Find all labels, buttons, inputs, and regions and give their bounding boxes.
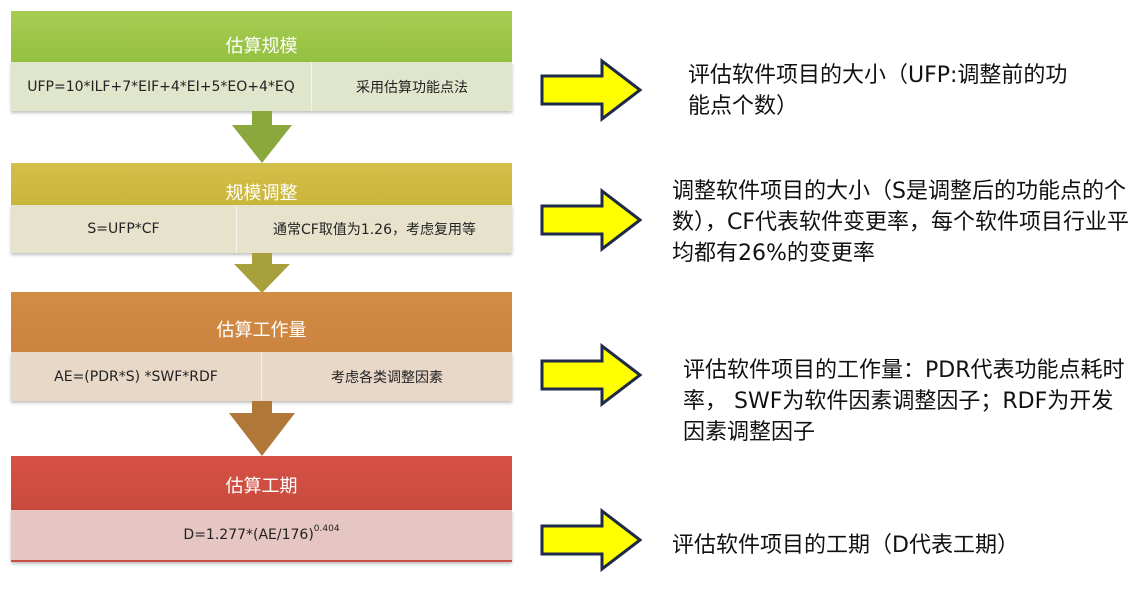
right-arrow-4 xyxy=(540,508,643,572)
step-title: 规模调整 xyxy=(225,183,298,204)
description-3: 评估软件项目的工作量：PDR代表功能点耗时率， SWF为软件因素调整因子；RDF… xyxy=(683,358,1125,445)
step-note: 采用估算功能点法 xyxy=(311,62,512,111)
step-note: 通常CF取值为1.26，考虑复用等 xyxy=(236,205,512,253)
step-3-header: 估算工作量 xyxy=(11,292,512,352)
step-formula: UFP=10*ILF+7*EIF+4*EI+5*EO+4*EQ xyxy=(27,78,295,95)
down-arrow-2 xyxy=(234,253,290,293)
down-arrow-3 xyxy=(229,401,295,456)
step-4-row: D=1.277*(AE/176)0.404 xyxy=(11,510,512,562)
down-arrow-1 xyxy=(232,111,292,163)
step-formula: AE=(PDR*S) *SWF*RDF xyxy=(54,368,218,385)
formula-base: D=1.277*(AE/176) xyxy=(183,527,314,543)
step-note: 考虑各类调整因素 xyxy=(261,352,512,401)
right-arrow-3 xyxy=(540,343,643,407)
step-2-row: S=UFP*CF 通常CF取值为1.26，考虑复用等 xyxy=(11,205,512,253)
step-2-header: 规模调整 xyxy=(11,163,512,205)
description-2: 调整软件项目的大小（S是调整后的功能点的个数），CF代表软件变更率，每个软件项目… xyxy=(672,179,1130,266)
right-arrow-2 xyxy=(540,188,643,252)
step-3-row: AE=(PDR*S) *SWF*RDF 考虑各类调整因素 xyxy=(11,352,512,401)
step-4-header: 估算工期 xyxy=(11,456,512,510)
right-arrow-1 xyxy=(540,58,643,122)
step-formula: S=UFP*CF xyxy=(87,221,160,237)
step-title: 估算工期 xyxy=(225,476,298,497)
step-title: 估算规模 xyxy=(225,36,298,57)
description-1: 评估软件项目的大小（UFP:调整前的功能点个数） xyxy=(688,63,1068,119)
step-1-header: 估算规模 xyxy=(11,11,512,62)
step-1-row: UFP=10*ILF+7*EIF+4*EI+5*EO+4*EQ 采用估算功能点法 xyxy=(11,62,512,111)
step-title: 估算工作量 xyxy=(216,320,307,341)
description-4: 评估软件项目的工期（D代表工期） xyxy=(672,533,1019,558)
step-formula: D=1.277*(AE/176)0.404 xyxy=(11,510,512,560)
formula-exponent: 0.404 xyxy=(313,524,340,534)
